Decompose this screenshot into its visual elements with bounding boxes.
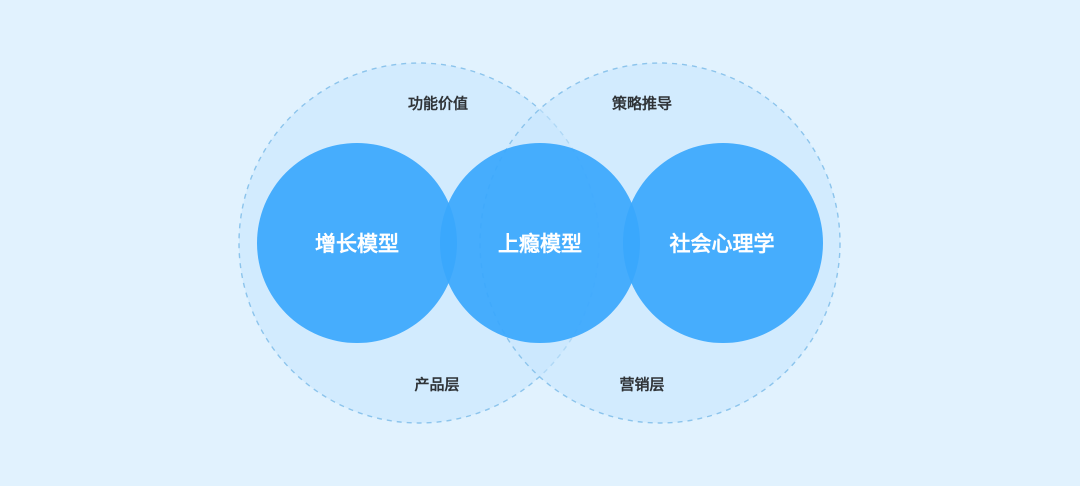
- label-hooked-model: 上瘾模型: [498, 232, 582, 256]
- label-growth-model: 增长模型: [315, 232, 399, 256]
- label-strategy-derivation: 策略推导: [611, 94, 673, 113]
- inner-circle-social-psychology: [623, 143, 823, 343]
- inner-circle-hooked-model: [440, 143, 640, 343]
- label-product-layer: 产品层: [414, 375, 460, 394]
- label-marketing-layer: 营销层: [619, 375, 665, 394]
- label-functional-value: 功能价值: [407, 94, 469, 113]
- label-social-psychology: 社会心理学: [669, 232, 775, 256]
- inner-circle-growth-model: [257, 143, 457, 343]
